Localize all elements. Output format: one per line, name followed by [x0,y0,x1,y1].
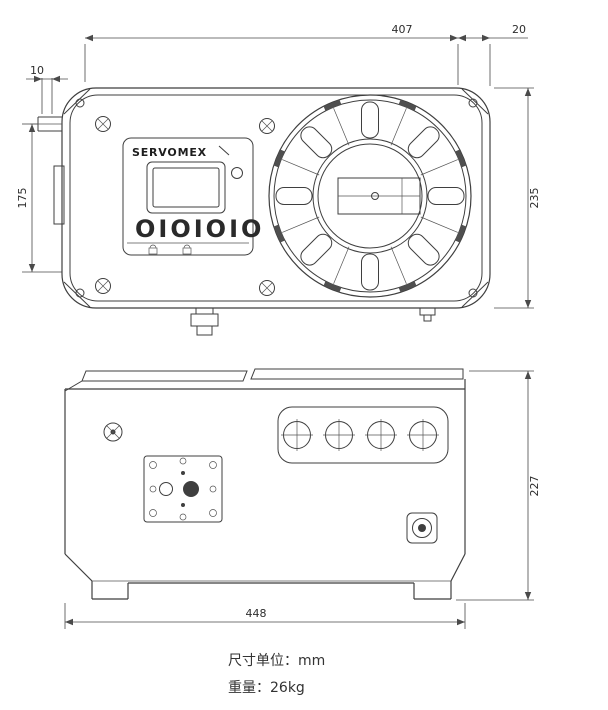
lock-icon [182,244,192,255]
dim-front-width: 407 [84,23,459,85]
unit-note: 尺寸单位：mm [228,653,326,669]
drawing-notes: 尺寸单位：mm 重量：26kg [228,648,325,702]
cover-rim-knurls [273,99,467,293]
mounting-plate [143,455,223,523]
brand-label: SERVOMEX [132,146,207,159]
dim-side-width: 448 [64,603,466,629]
gland-hole [407,419,439,451]
dim-front-right-offset: 20 [458,23,528,86]
dim-front-right-offset-label: 20 [512,23,526,36]
front-body [30,87,491,309]
drawing-canvas: 407 20 10 175 [16,23,541,629]
dim-side-width-label: 448 [246,607,267,620]
dim-front-left-height: 175 [16,123,62,273]
front-bottom-stub [419,307,436,322]
hinge-tab [53,165,65,225]
side-view: 227 448 [64,368,541,629]
front-view: 407 20 10 175 [16,23,541,336]
dim-front-left-offset-label: 10 [30,64,44,77]
side-screw [103,422,123,442]
cover-grip-slots [275,101,465,291]
indicator-led [231,167,243,179]
dim-side-height: 227 [456,370,541,601]
cover-center-window [337,177,421,215]
weight-note: 重量：26kg [228,680,305,696]
panel-screw [95,116,111,132]
dim-front-left-height-label: 175 [16,188,29,209]
cover-dividers [282,108,458,284]
keypad-symbols: OIOIOIO [135,215,264,243]
dim-front-height: 235 [494,87,541,309]
gland-hole [323,419,355,451]
brand-mark-icon [218,145,230,156]
dim-front-left-offset: 10 [26,64,68,114]
display-screen [146,161,226,214]
control-panel: SERVOMEX OIOIOIO [122,137,264,256]
panel-screw [95,278,111,294]
flange-strips [64,368,464,392]
panel-screw [259,118,275,134]
left-pipe-stub [30,116,62,132]
panel-screw [259,280,275,296]
side-body [64,379,466,600]
front-bottom-gland [190,307,219,336]
side-small-gland [406,512,438,544]
gland-entry-panel [277,406,449,464]
gland-hole [365,419,397,451]
rotary-cover [268,94,472,298]
unlock-icon [148,244,158,255]
gland-hole [281,419,313,451]
dim-front-height-label: 235 [528,188,541,209]
dim-front-width-label: 407 [392,23,413,36]
dim-side-height-label: 227 [528,476,541,497]
